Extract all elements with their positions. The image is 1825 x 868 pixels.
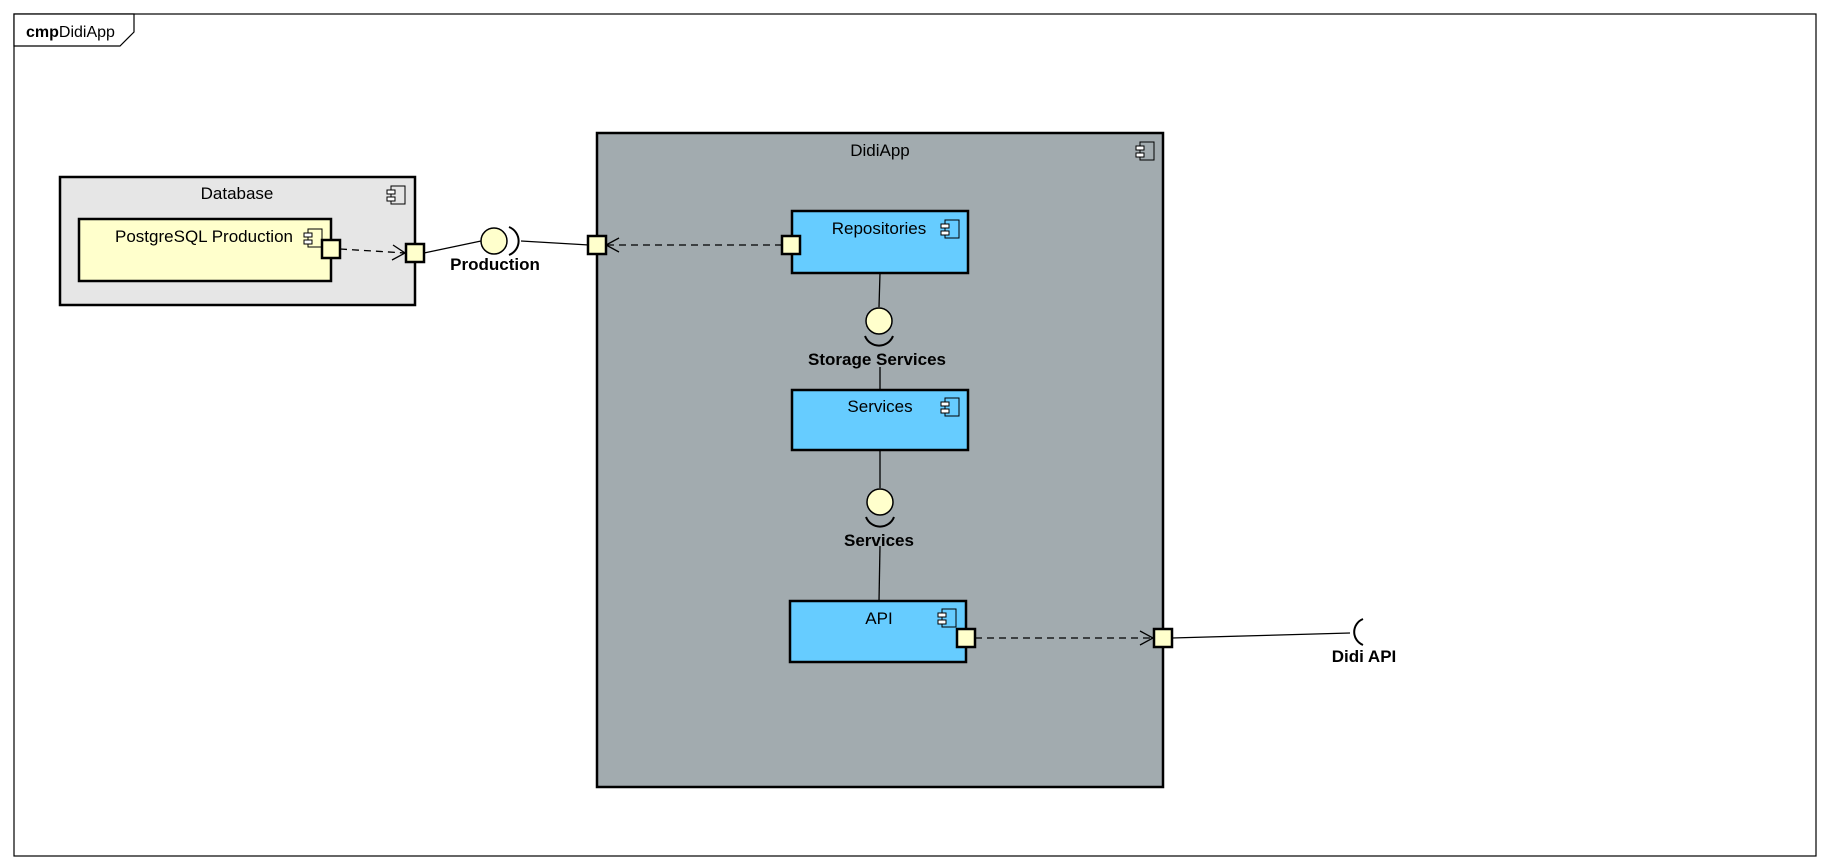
didiapp-left-port [586,234,608,256]
frame-name: DidiApp [59,24,115,41]
didiapp-label: DidiApp [850,141,910,160]
frame-keyword: cmp [26,24,59,41]
postgresql-label: PostgreSQL Production [115,227,293,246]
api-label: API [865,609,892,628]
production-label: Production [450,255,540,274]
delegation-postgres-database [339,248,406,254]
component-icon [940,219,960,239]
services-component[interactable]: Services [790,388,970,452]
services-interface-label: Services [844,531,914,550]
repositories-port [780,234,802,256]
component-icon [937,608,957,628]
svg-text:cmpDidiApp: cmpDidiApp [26,24,115,41]
component-icon [303,228,323,248]
postgresql-component[interactable]: PostgreSQL Production [77,217,333,283]
services-interface[interactable]: Services [844,488,914,550]
ports [320,234,1174,649]
production-interface[interactable]: Production [450,226,540,274]
api-port [955,627,977,649]
assembly-database-production [423,240,482,254]
didi-api-interface[interactable]: Didi API [1332,618,1397,666]
repositories-component[interactable]: Repositories [790,209,970,275]
component-icon [940,397,960,417]
assembly-production-didiapp [520,240,590,246]
didi-api-label: Didi API [1332,647,1397,666]
api-component[interactable]: API [788,599,968,664]
database-label: Database [201,184,274,203]
services-label: Services [847,397,912,416]
storage-services-label: Storage Services [808,350,946,369]
frame-tab [13,13,135,47]
connectors [339,237,1351,646]
database-port [404,242,426,264]
didiapp-right-port [1152,627,1174,649]
repositories-label: Repositories [832,219,927,238]
postgres-port [320,238,342,260]
component-icon [1135,141,1155,161]
link-repositories-storage [878,272,881,308]
storage-services-interface[interactable]: Storage Services [808,307,946,369]
link-interface-api [878,545,881,602]
assembly-didiapp-didiapi [1171,632,1351,639]
component-icon [386,185,406,205]
